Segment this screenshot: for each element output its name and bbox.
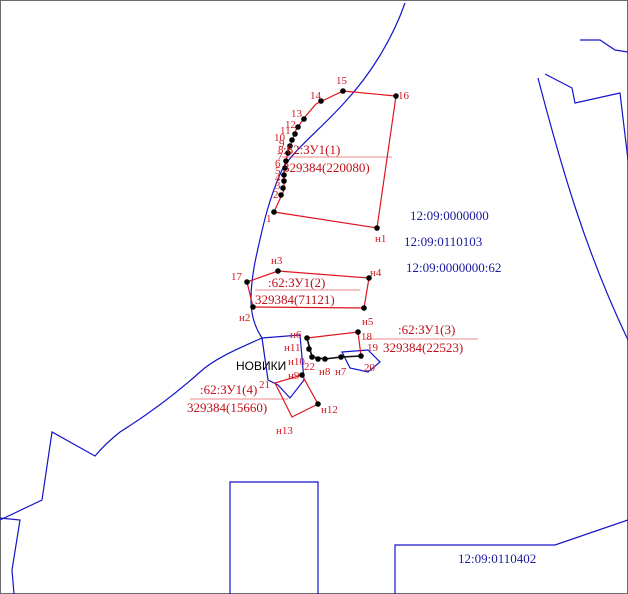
vertex-12 xyxy=(295,124,301,130)
label-n12: н12 xyxy=(321,404,338,416)
north-east-line xyxy=(580,39,628,53)
vertex-8 xyxy=(285,150,291,156)
vertex-n6 xyxy=(304,335,310,341)
island-boundary xyxy=(261,334,305,399)
vertex-9 xyxy=(287,143,293,149)
vertex-7 xyxy=(283,158,289,164)
quarter-border-south xyxy=(229,481,319,594)
parcel-2-boundary xyxy=(246,270,370,309)
vertex-2 xyxy=(278,192,284,198)
label-n3: н3 xyxy=(271,255,283,267)
label-14: 14 xyxy=(310,90,322,102)
quarter-border-south-right xyxy=(394,519,628,594)
label-19: 19 xyxy=(367,342,379,354)
label-5: 5 xyxy=(275,165,281,177)
east-bank xyxy=(341,349,381,373)
quarter-label-2: 12:09:0110103 xyxy=(404,234,482,249)
label-10: 10 xyxy=(274,132,286,144)
vertex-18 xyxy=(355,329,361,335)
label-3: 3 xyxy=(275,180,281,192)
vertex-n4 xyxy=(366,275,372,281)
parcel-3-name: :62:ЗУ1(3) xyxy=(398,322,455,337)
quarter-border-south-left xyxy=(0,517,21,594)
vertex-20 xyxy=(358,353,364,359)
vertex-n8 xyxy=(322,356,328,362)
vertex-n7 xyxy=(338,354,344,360)
quarter-border-east xyxy=(537,77,628,341)
label-6: 6 xyxy=(275,158,281,170)
label-7: 7 xyxy=(277,151,283,163)
parcel-4-area: 329384(15660) xyxy=(187,400,267,415)
label-18: 18 xyxy=(361,331,373,343)
label-13: 13 xyxy=(291,108,303,120)
vertex-22 xyxy=(315,356,321,362)
vertex-17 xyxy=(244,279,250,285)
vertex-6 xyxy=(282,165,288,171)
label-n7: н7 xyxy=(335,366,347,378)
label-9: 9 xyxy=(279,138,285,150)
label-n4: н4 xyxy=(370,267,382,279)
label-22: 22 xyxy=(304,361,315,373)
label-11: 11 xyxy=(280,125,291,137)
parcel-3-inner-boundary xyxy=(306,337,362,360)
vertex-n2 xyxy=(250,304,256,310)
label-4: 4 xyxy=(275,172,281,184)
vertex-3 xyxy=(280,185,286,191)
parcel-1-area: 329384(220080) xyxy=(283,160,370,175)
label-n9: н9 xyxy=(288,370,300,382)
label-n13: н13 xyxy=(276,425,293,437)
label-n5: н5 xyxy=(362,316,374,328)
label-n10: н10 xyxy=(288,356,305,368)
parcel-3-area: 329384(22523) xyxy=(383,340,463,355)
label-n1: н1 xyxy=(375,233,386,245)
label-1: 1 xyxy=(266,213,272,225)
label-n2: н2 xyxy=(239,312,250,324)
label-21: 21 xyxy=(259,379,270,391)
vertex-11 xyxy=(292,131,298,137)
vertex-n12 xyxy=(315,401,321,407)
settlement-label: НОВИКИ xyxy=(236,359,286,373)
label-n8: н8 xyxy=(319,366,331,378)
vertex-labels: 1 2 3 4 5 6 7 8 9 10 11 12 13 14 15 16 н… xyxy=(231,75,410,437)
parcel-3-boundary xyxy=(306,331,362,360)
label-n6: н6 xyxy=(290,329,302,341)
vertex-15 xyxy=(340,88,346,94)
label-8: 8 xyxy=(278,144,284,156)
vertex-n1 xyxy=(374,225,380,231)
label-n11: н11 xyxy=(284,342,300,354)
label-20: 20 xyxy=(364,362,376,374)
vertex-n3 xyxy=(275,268,281,274)
parcel-1-name: :62:ЗУ1(1) xyxy=(283,142,340,157)
parcel-2-name: :62:ЗУ1(2) xyxy=(268,275,325,290)
vertex-1 xyxy=(271,209,277,215)
vertex-n11 xyxy=(306,346,312,352)
label-12: 12 xyxy=(285,119,296,131)
label-15: 15 xyxy=(336,75,348,87)
vertex-n9 xyxy=(299,372,305,378)
vertex-10 xyxy=(289,137,295,143)
parcel-2-area: 329384(71121) xyxy=(255,292,335,307)
vertex-4 xyxy=(281,178,287,184)
east-river xyxy=(544,73,628,161)
quarter-label-1: 12:09:0000000 xyxy=(410,208,489,223)
label-16: 16 xyxy=(398,90,410,102)
parcel-4-name: :62:ЗУ1(4) xyxy=(200,382,257,397)
label-2: 2 xyxy=(273,189,279,201)
vertex-markers xyxy=(244,88,399,407)
vertex-14 xyxy=(318,98,324,104)
label-17: 17 xyxy=(231,271,243,283)
vertex-n5 xyxy=(361,305,367,311)
vertex-n10 xyxy=(309,354,315,360)
quarter-label-3: 12:09:0000000:62 xyxy=(406,260,501,275)
vertex-13 xyxy=(301,116,307,122)
vertex-5 xyxy=(281,172,287,178)
vertex-16 xyxy=(393,93,399,99)
quarter-label-4: 12:09:0110402 xyxy=(458,551,536,566)
